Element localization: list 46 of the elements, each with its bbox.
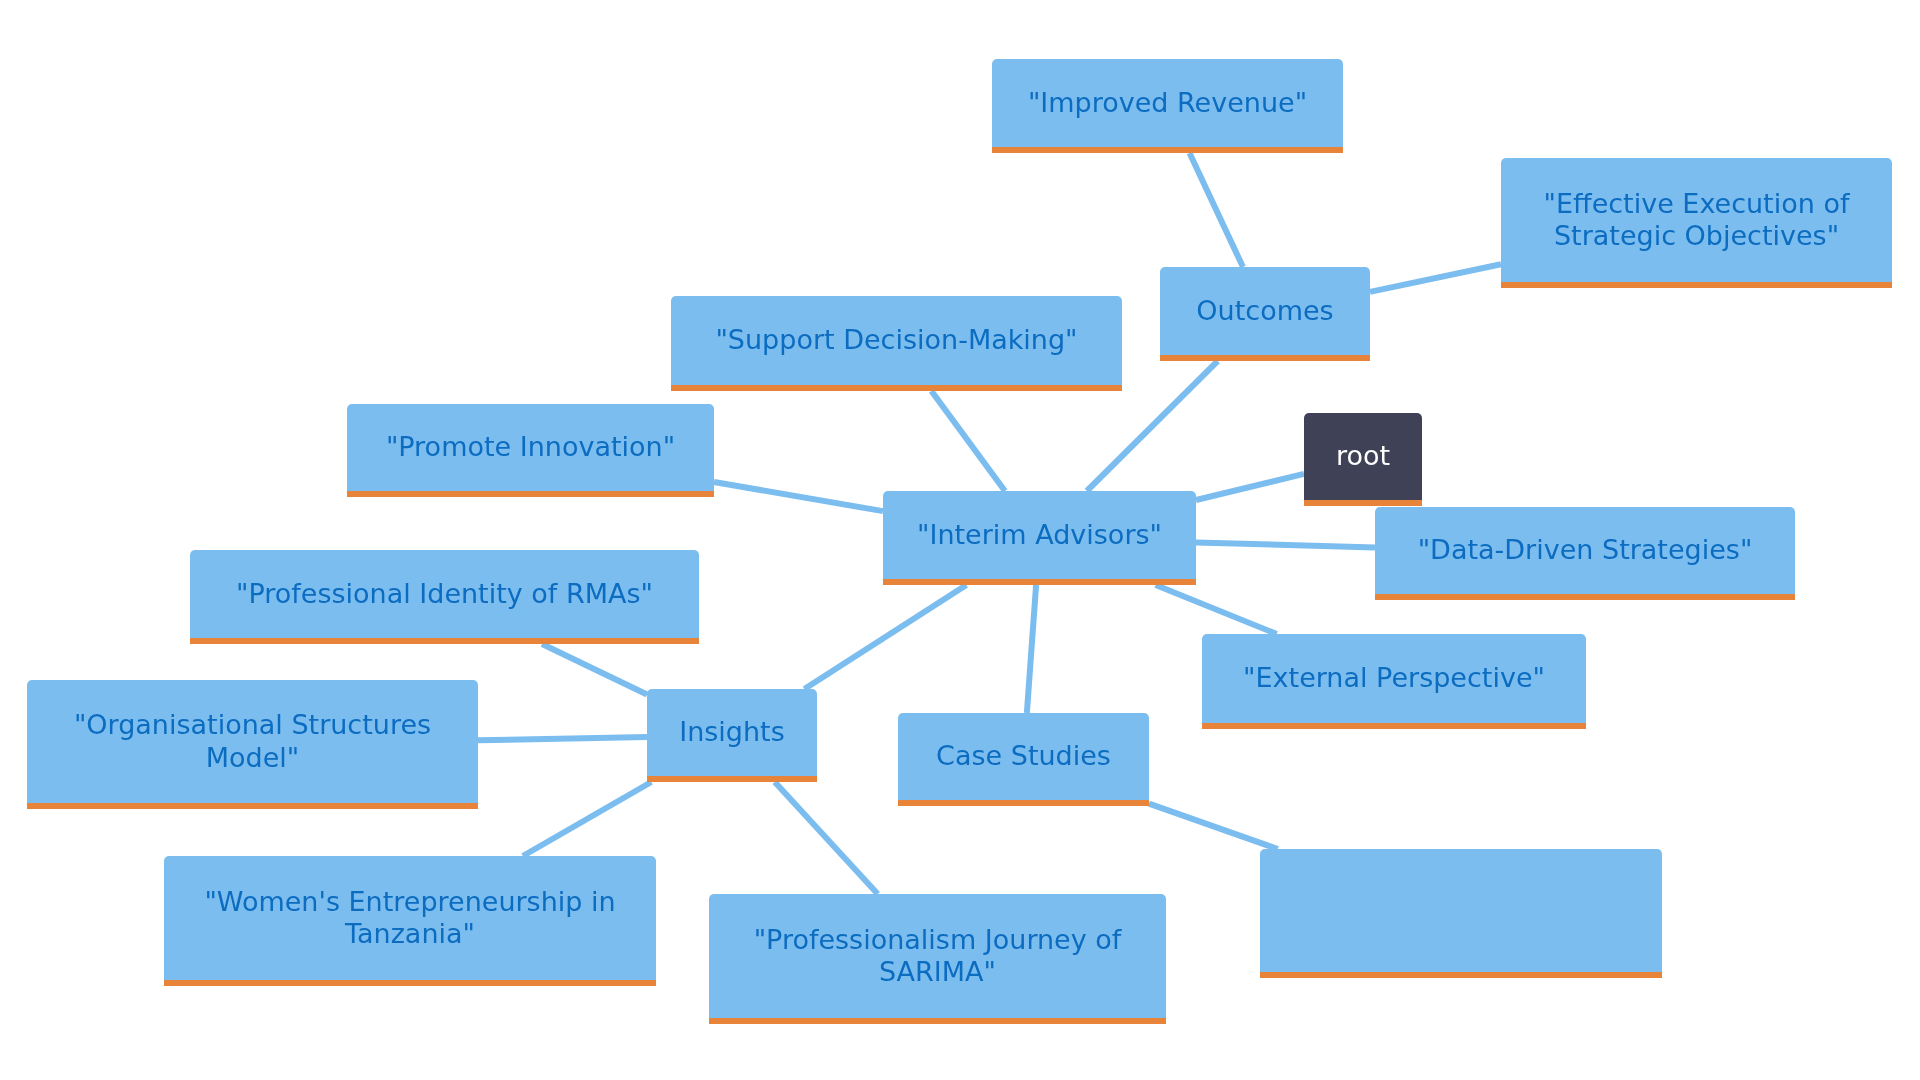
connector-line [772, 779, 880, 897]
connector-line [540, 641, 649, 698]
connector-line [713, 479, 884, 515]
connector-line [929, 389, 1008, 493]
node-label: "Professionalism Journey of SARIMA" [752, 923, 1123, 989]
node-label: "Promote Innovation" [385, 431, 676, 464]
node-label: root [1335, 440, 1391, 473]
node-label: "Data-Driven Strategies" [1417, 534, 1753, 567]
connector-line [1023, 584, 1040, 714]
node-label: "Effective Execution of Strategic Objectives" [1542, 187, 1851, 253]
node-label: Outcomes [1196, 294, 1334, 328]
connector-line [477, 734, 648, 744]
node-label: Insights [679, 716, 785, 749]
node-label: "Organisational Structures Model" [72, 709, 433, 774]
topic-box [1375, 507, 1795, 600]
connector-line [1195, 539, 1376, 551]
connector-line [1084, 358, 1220, 494]
topic-box [190, 550, 699, 644]
connector-line [1148, 800, 1279, 852]
root-box [1304, 413, 1422, 506]
topic-box [347, 404, 714, 497]
topic-box [709, 894, 1166, 1024]
connector-line [1154, 582, 1278, 637]
node-label: "Professional Identity of RMAs" [236, 577, 653, 611]
node-label: Case Studies [936, 740, 1111, 773]
connector-line [521, 779, 653, 859]
topic-box [898, 713, 1149, 806]
connector-line [1195, 470, 1305, 503]
node-label: "Support Decision-Making" [715, 324, 1078, 357]
topic-box [1160, 267, 1370, 361]
node-label: "Improved Revenue" [1027, 86, 1308, 120]
topic-box [27, 680, 478, 809]
topic-box [671, 296, 1122, 391]
connector-line [802, 582, 968, 692]
node-label: "Interim Advisors" [917, 518, 1162, 552]
topic-box [1202, 634, 1586, 729]
topic-box [883, 491, 1196, 585]
topic-box [1260, 849, 1662, 978]
topic-box [647, 689, 817, 782]
node-label: "External Perspective" [1243, 662, 1545, 695]
topic-box [992, 59, 1343, 153]
connector-line [1369, 261, 1502, 295]
topic-box [1501, 158, 1892, 288]
node-label: "Women's Entrepreneurship in Tanzania" [203, 885, 617, 951]
connector-line [1186, 151, 1246, 269]
topic-box [164, 856, 656, 986]
